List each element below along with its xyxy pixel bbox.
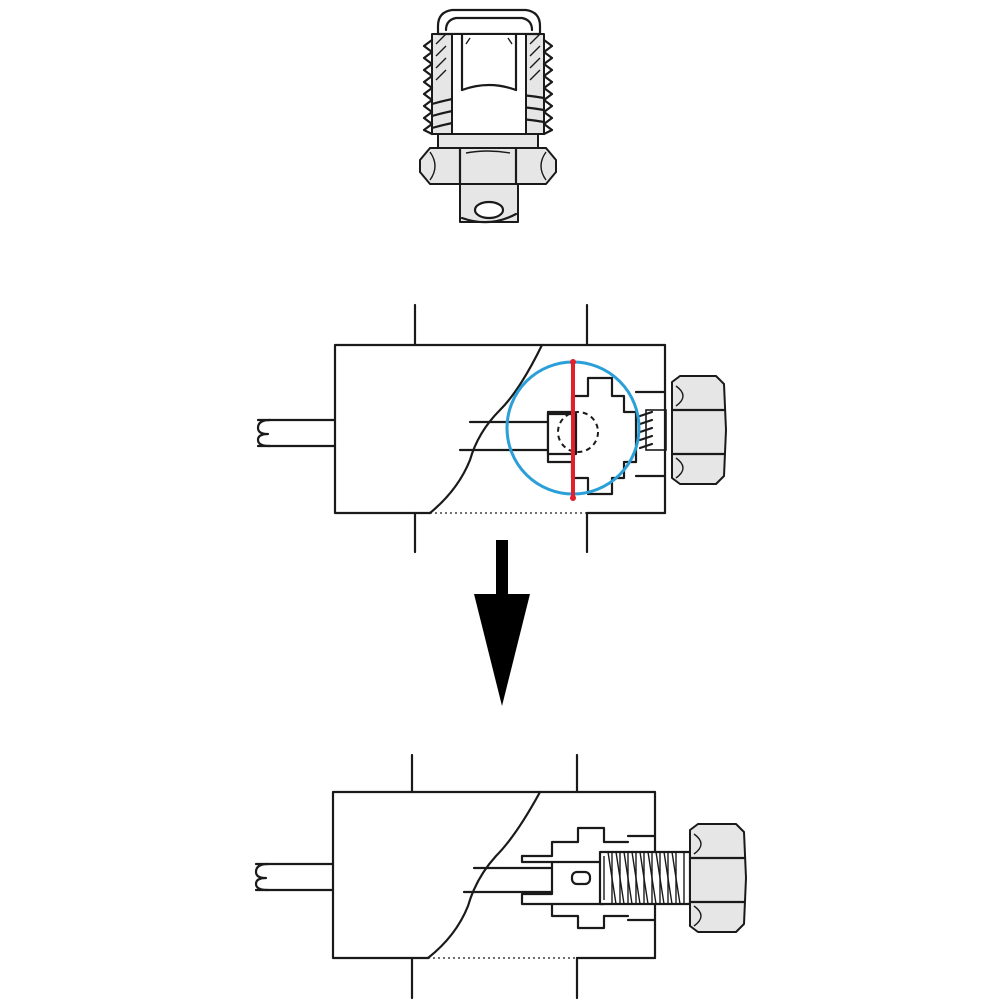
cable-shaft (256, 418, 550, 452)
valve-housing-after (331, 790, 657, 960)
fitting-washer (437, 133, 539, 149)
cut-line-marker (570, 359, 576, 501)
spring-extended (598, 850, 692, 906)
fitting-inner-bore (451, 32, 527, 135)
valve-housing (333, 343, 667, 515)
fitting-hex-nut (419, 146, 557, 186)
hex-bolt-after (688, 823, 747, 933)
assembly-after (254, 753, 747, 1000)
hex-bolt-before (670, 375, 727, 485)
fitting-stem (459, 181, 519, 224)
fitting-cap (436, 8, 542, 36)
threaded-fitting-icon (419, 8, 557, 224)
assembly-before (256, 303, 727, 554)
valve-pin (570, 870, 592, 886)
stepped-bore (546, 376, 667, 496)
spring-compressed (638, 409, 667, 451)
stepped-bore-after (520, 826, 657, 930)
cable-shaft-after (254, 862, 554, 894)
valve-ball-hidden (557, 411, 599, 453)
arrow-down-icon (474, 540, 530, 706)
